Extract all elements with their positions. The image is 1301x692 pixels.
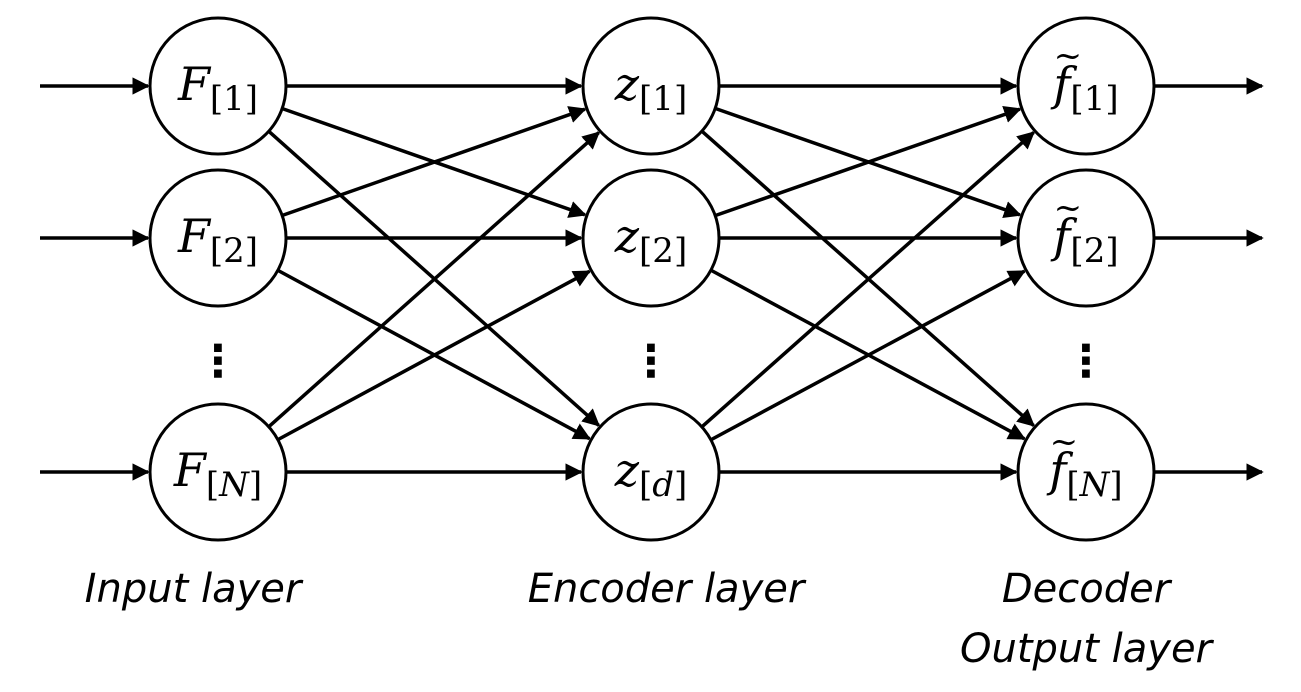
input-node-2-sub-open: [ [210,231,223,271]
input-node-2-sub-close: ] [245,231,258,271]
decoder-node-2-sub-open: [ [1070,231,1083,271]
encoder-node-2-circle [581,168,721,308]
decoder-node-3-tilde: ~ [1050,422,1079,462]
decoder-node-2-circle [1016,168,1156,308]
nodes: F[1]F[2]F[N]⋮z[1]z[2]z[d]⋮f[1]~f[2]~f[N]… [148,16,1156,542]
encoder-node-1-sub: 1 [652,79,674,119]
decoder-node-3: f[N]~ [1016,402,1156,542]
encoder-node-2-sub-close: ] [674,231,687,271]
encoder-node-1-circle [581,16,721,156]
encoder-node-1: z[1] [581,16,721,156]
decoder-layer-label-1: Decoder [1002,566,1173,612]
decoder-node-2: f[2]~ [1016,168,1156,308]
decoder-node-1-tilde: ~ [1054,36,1083,76]
encoder-layer-label-1: Encoder layer [528,566,807,612]
edge-input-3-to-encoder-2 [275,269,591,443]
edge-input-1-to-encoder-3 [266,128,601,427]
encoder-node-1-var: z [614,57,640,111]
input-node-1-label: F[1] [177,57,258,119]
io-arrows [40,77,1264,481]
edge-input-2-to-encoder-1 [279,106,587,218]
encoder-node-1-label: z[1] [614,57,687,119]
encoder-node-1-sub-close: ] [674,79,687,119]
decoder-node-1-sub: 1 [1084,79,1106,119]
input-node-2: F[2] [148,168,288,308]
edge-encoder-3-to-decoder-1 [699,131,1035,430]
encoder-node-3-circle [581,402,721,542]
encoder-node-3-sub-open: [ [639,465,652,505]
decoder-node-1-sub-open: [ [1070,79,1083,119]
encoder-node-2-var: z [614,209,640,263]
decoder-node-2-label: f[2] [1050,209,1118,271]
input-node-1-sub-close: ] [245,79,258,119]
decoder-node-3-circle [1016,402,1156,542]
edge-encoder-1-to-decoder-3 [699,128,1035,427]
input-node-3-sub: N [218,465,250,505]
decoder-layer-label-2: Output layer [960,626,1215,672]
encoder-node-2-sub: 2 [652,231,674,271]
input-node-3: F[N] [148,402,288,542]
decoder-node-1-label: f[1] [1050,57,1118,119]
input-node-1: F[1] [148,16,288,156]
encoder-node-1-sub-open: [ [639,79,652,119]
encoder-ellipsis: ⋮ [629,336,673,387]
input-node-3-var: F [173,443,208,497]
encoder-node-3-label: z[d] [614,443,688,505]
input-node-3-circle [148,402,288,542]
input-node-1-circle [148,16,288,156]
decoder-node-1-circle [1016,16,1156,156]
decoder-node-2-tilde: ~ [1054,188,1083,228]
edge-encoder-2-to-decoder-1 [712,106,1022,218]
input-node-3-label: F[N] [173,443,262,505]
input-node-3-sub-close: ] [249,465,262,505]
edges [266,77,1035,481]
input-node-2-circle [148,168,288,308]
encoder-node-3-sub: d [652,465,674,505]
input-node-1-sub-open: [ [210,79,223,119]
input-node-2-label: F[2] [177,209,258,271]
decoder-node-3-sub: N [1079,465,1111,505]
input-node-3-sub-open: [ [206,465,219,505]
decoder-ellipsis: ⋮ [1064,336,1108,387]
decoder-node-3-sub-close: ] [1109,465,1122,505]
decoder-node-1: f[1]~ [1016,16,1156,156]
decoder-node-3-sub-open: [ [1066,465,1079,505]
input-node-2-var: F [177,209,212,263]
encoder-node-3-var: z [614,443,640,497]
encoder-node-3: z[d] [581,402,721,542]
input-node-1-var: F [177,57,212,111]
edge-encoder-3-to-decoder-2 [708,269,1026,443]
encoder-node-2-sub-open: [ [639,231,652,271]
input-node-1-sub: 1 [223,79,245,119]
encoder-node-2-label: z[2] [614,209,687,271]
input-ellipsis: ⋮ [196,336,240,387]
decoder-node-2-sub-close: ] [1105,231,1118,271]
decoder-node-1-sub-close: ] [1105,79,1118,119]
input-node-2-sub: 2 [223,231,245,271]
edge-input-3-to-encoder-1 [266,131,601,430]
decoder-node-2-sub: 2 [1084,231,1106,271]
encoder-node-3-sub-close: ] [674,465,687,505]
encoder-node-2: z[2] [581,168,721,308]
input-layer-label-1: Input layer [85,566,304,612]
